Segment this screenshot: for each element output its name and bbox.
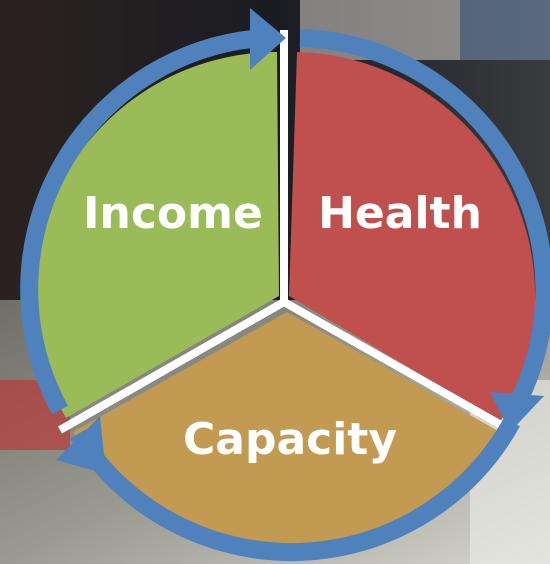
cycle-arc-right: [299, 29, 550, 402]
arrowhead-left: [56, 416, 106, 474]
cycle-arc-left: [20, 29, 263, 415]
arrowhead-top: [250, 8, 286, 70]
segment-label-health: Health: [318, 188, 482, 239]
cycle-arc-bottom: [70, 417, 520, 561]
segment-label-income: Income: [83, 188, 263, 239]
segment-health: [289, 52, 536, 422]
arrowhead-right: [490, 392, 544, 432]
separator-left: [58, 298, 286, 434]
segment-separators: [58, 30, 512, 434]
segment-income: [33, 52, 279, 418]
segment-label-capacity: Capacity: [183, 414, 397, 465]
cycle-arrows: [20, 29, 550, 561]
separator-right: [282, 298, 512, 434]
cycle-arrowheads: [56, 8, 544, 474]
pie: [33, 52, 536, 558]
segment-capacity: [73, 312, 500, 558]
